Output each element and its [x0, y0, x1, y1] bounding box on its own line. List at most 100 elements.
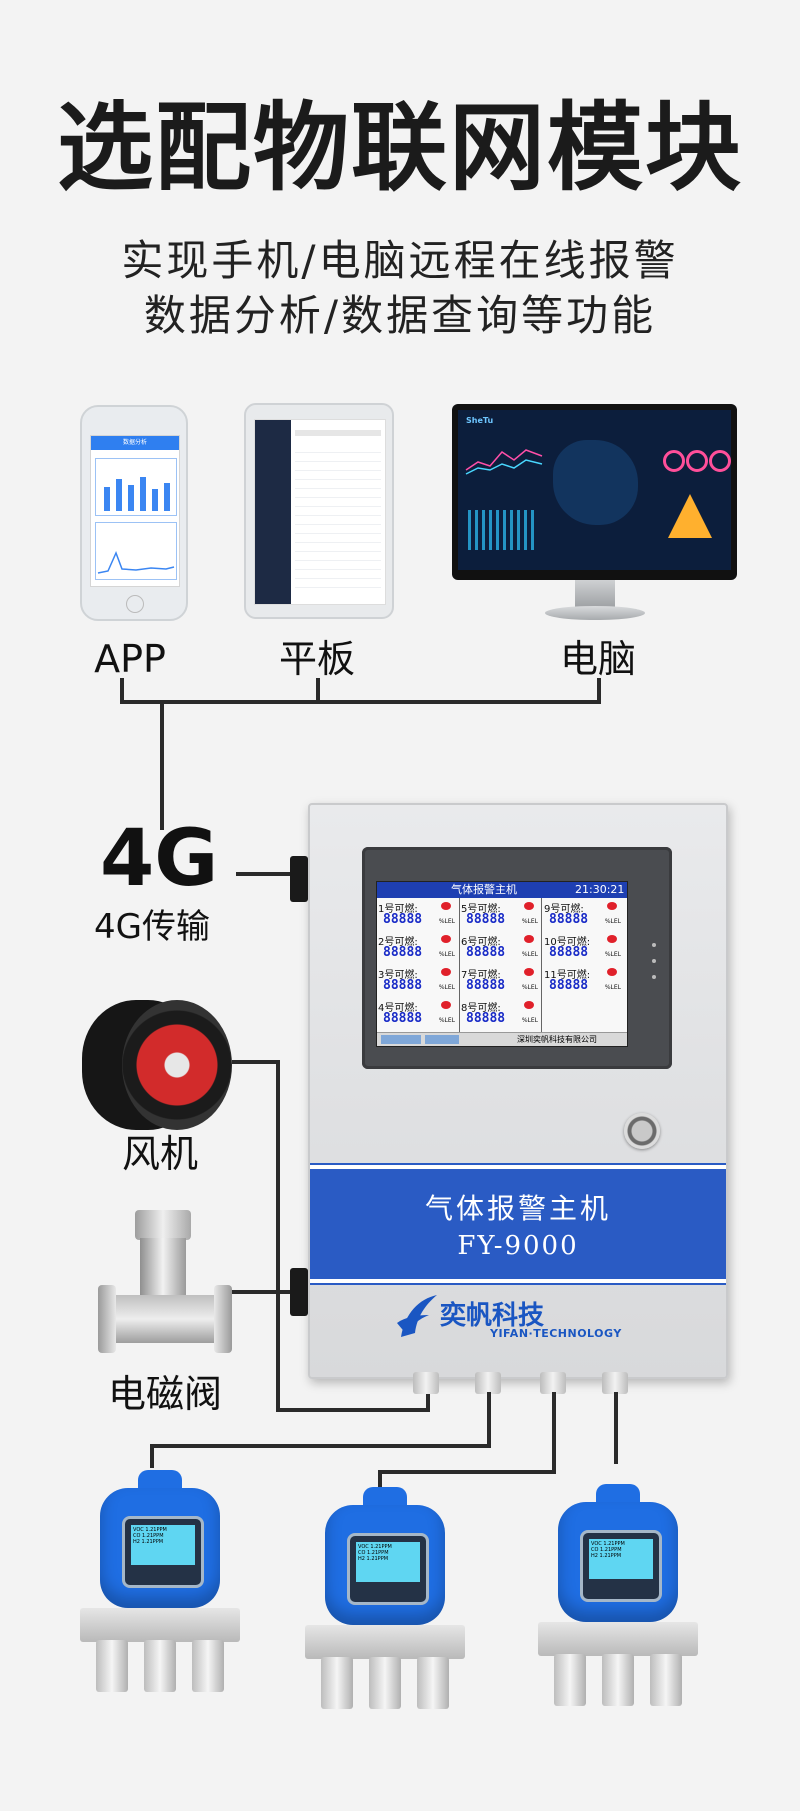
alarm-indicator-icon: [607, 902, 617, 910]
wire-fan-down: [276, 1060, 280, 1410]
relay-port: [290, 1268, 308, 1316]
alarm-indicator-icon: [607, 935, 617, 943]
phone-line-graph: [97, 551, 175, 574]
computer-brand: SheTu: [466, 416, 494, 425]
nameplate-line-2: FY-9000: [457, 1231, 579, 1261]
phone-screen-title: 数据分析: [91, 436, 179, 450]
phone-screen: 数据分析: [90, 435, 180, 587]
valve-label: 电磁阀: [107, 1372, 222, 1416]
phone-chart-frame: [95, 458, 177, 516]
cable-gland: [602, 1372, 628, 1394]
alarm-indicator-icon: [607, 968, 617, 976]
wire-gland-2: [487, 1392, 491, 1446]
computer-map: [553, 440, 638, 525]
controller-nameplate: 气体报警主机 FY-9000: [310, 1165, 726, 1283]
alarm-controller: 气体报警主机 21:30:21 1号可燃:88888%LEL 2号可燃:8888…: [308, 803, 728, 1379]
fan-label: 风机: [121, 1132, 198, 1176]
antenna-port: [290, 856, 308, 902]
monitor-stand: [545, 606, 645, 620]
valve-icon: [98, 1210, 232, 1360]
lcd-cell: 8号可燃:88888%LEL: [461, 1001, 538, 1026]
lcd-footer: 深圳奕帆科技有限公司: [517, 1035, 597, 1044]
headline: 选配物联网模块: [57, 92, 743, 204]
phone-home-button: [126, 595, 144, 613]
wire-valve: [232, 1290, 308, 1294]
cable-gland: [413, 1372, 439, 1394]
lcd-title: 气体报警主机: [451, 883, 517, 896]
wire-to-4g: [160, 700, 164, 830]
wire-detector-2: [378, 1470, 556, 1474]
alarm-indicator-icon: [441, 1001, 451, 1009]
alarm-indicator-icon: [441, 968, 451, 976]
lcd-cell: 9号可燃:88888%LEL: [544, 902, 621, 927]
lcd-softkey-1[interactable]: [381, 1035, 421, 1044]
key-switch[interactable]: [624, 1113, 660, 1149]
lcd-cell: 1号可燃:88888%LEL: [378, 902, 455, 927]
lcd-cell: 10号可燃:88888%LEL: [544, 935, 621, 960]
monitor-neck: [575, 580, 615, 608]
computer-screen: SheTu: [458, 410, 731, 570]
cable-gland: [475, 1372, 501, 1394]
computer-line-graph: [465, 449, 543, 475]
nameplate-line-1: 气体报警主机: [424, 1192, 611, 1225]
wire-detector-1: [150, 1444, 491, 1448]
lcd-cell: 11号可燃:88888%LEL: [544, 968, 621, 993]
subline-2: 数据分析/数据查询等功能: [143, 291, 657, 340]
subline-1: 实现手机/电脑远程在线报警: [121, 236, 679, 285]
alarm-indicator-icon: [524, 902, 534, 910]
alarm-indicator-icon: [524, 1001, 534, 1009]
lcd-cell: 6号可燃:88888%LEL: [461, 935, 538, 960]
lcd-footer-bar: 深圳奕帆科技有限公司: [377, 1032, 627, 1046]
wire-fan: [232, 1060, 280, 1064]
lcd-header: 气体报警主机 21:30:21: [377, 882, 627, 898]
lcd-time: 21:30:21: [575, 883, 625, 896]
computer-label: 电脑: [559, 637, 636, 681]
wire-detector-2-down: [378, 1470, 382, 1490]
tablet-device: [244, 403, 394, 619]
wire-tablet: [316, 678, 320, 702]
alarm-indicator-icon: [441, 935, 451, 943]
wire-bus-actuators: [276, 1408, 430, 1412]
network-caption: 4G传输: [94, 907, 210, 947]
computer-pyramid: [668, 494, 712, 538]
hmi-touchscreen[interactable]: 气体报警主机 21:30:21 1号可燃:88888%LEL 2号可燃:8888…: [362, 847, 672, 1069]
computer-monitor: SheTu: [452, 404, 737, 580]
lcd-cell: 2号可燃:88888%LEL: [378, 935, 455, 960]
tablet-table: [295, 444, 381, 594]
lcd-display: 气体报警主机 21:30:21 1号可燃:88888%LEL 2号可燃:8888…: [376, 881, 628, 1047]
network-4g: 4G: [100, 814, 219, 904]
brand-name-en: YIFAN·TECHNOLOGY: [490, 1327, 622, 1340]
wire-4g-panel: [236, 872, 292, 876]
tablet-label: 平板: [278, 637, 355, 681]
wire-detector-1-down: [150, 1444, 154, 1468]
computer-gauge-3: [709, 450, 731, 472]
wire-detector-3: [614, 1392, 618, 1464]
brand-name-cn: 奕帆科技: [440, 1301, 545, 1331]
cable-gland: [540, 1372, 566, 1394]
computer-gauge-1: [663, 450, 685, 472]
alarm-indicator-icon: [441, 902, 451, 910]
computer-bar-graph: [468, 510, 538, 550]
wire-app: [120, 678, 124, 702]
alarm-indicator-icon: [524, 968, 534, 976]
lcd-softkey-2[interactable]: [425, 1035, 459, 1044]
brand-logo-icon: [397, 1295, 437, 1337]
wire-gland-1: [426, 1392, 430, 1412]
lcd-cell: 3号可燃:88888%LEL: [378, 968, 455, 993]
lcd-cell: 5号可燃:88888%LEL: [461, 902, 538, 927]
computer-gauge-2: [686, 450, 708, 472]
tablet-screen: [254, 419, 386, 605]
wire-gland-3: [552, 1392, 556, 1472]
alarm-indicator-icon: [524, 935, 534, 943]
wire-bus-top: [120, 700, 601, 704]
app-label: APP: [94, 637, 166, 681]
wire-computer: [597, 678, 601, 702]
lcd-cell: 4号可燃:88888%LEL: [378, 1001, 455, 1026]
tablet-sidebar: [255, 420, 291, 604]
